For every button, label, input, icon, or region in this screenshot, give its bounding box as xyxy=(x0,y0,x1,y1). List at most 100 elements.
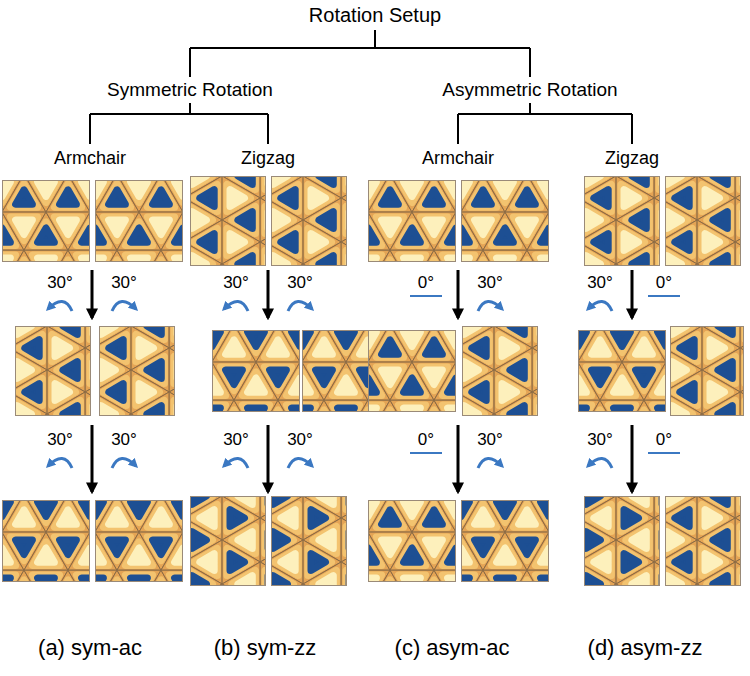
cream-core xyxy=(82,182,90,197)
step-arrow xyxy=(631,270,634,318)
lattice-tile xyxy=(190,176,266,266)
blue-core xyxy=(109,190,126,204)
lattice-tile xyxy=(461,500,549,582)
tile-border xyxy=(585,497,660,586)
contour-ring xyxy=(461,575,475,582)
cream-core xyxy=(238,532,252,549)
step-arrow xyxy=(91,270,94,318)
lattice-triangle xyxy=(434,180,456,212)
lattice-triangle xyxy=(434,532,456,570)
tree-heading: Zigzag xyxy=(605,148,659,169)
tree-bracket xyxy=(90,30,632,144)
lattice-triangle xyxy=(434,400,456,412)
angle-label: 30° xyxy=(47,273,73,293)
cream-core xyxy=(672,326,687,334)
cream-core xyxy=(636,340,653,354)
cream-core xyxy=(101,326,116,334)
blue-core xyxy=(404,228,421,242)
blue-core xyxy=(109,384,123,401)
lattice-triangle xyxy=(616,242,654,266)
lattice-tile xyxy=(584,176,660,266)
rotation-arrow xyxy=(588,301,612,311)
lattice-triangle xyxy=(483,570,527,582)
lattice-triangle xyxy=(271,562,303,586)
blue-core xyxy=(273,496,288,504)
cream-core xyxy=(17,326,32,334)
blue-core xyxy=(238,212,252,229)
blue-core xyxy=(230,554,245,571)
contour-ring xyxy=(232,570,256,586)
blue-core xyxy=(147,326,161,334)
lattice-triangle xyxy=(600,400,644,412)
blue-core xyxy=(82,502,90,517)
lattice-tile xyxy=(95,500,183,582)
rotation-arrow xyxy=(112,301,136,311)
blue-core xyxy=(292,332,300,347)
blue-core xyxy=(594,234,608,251)
cream-core xyxy=(667,212,682,229)
blue-core xyxy=(472,384,486,401)
cream-core xyxy=(464,406,479,416)
contour-ring xyxy=(491,575,518,582)
cream-core xyxy=(230,190,245,207)
blue-core xyxy=(273,576,288,586)
lattice-triangle xyxy=(68,570,90,582)
blue-core xyxy=(281,190,295,207)
cream-core xyxy=(302,378,310,392)
lattice-triangle xyxy=(390,250,434,262)
blue-core xyxy=(472,340,486,357)
cream-core xyxy=(667,496,682,504)
lattice-triangle xyxy=(434,330,456,362)
tree-heading: Armchair xyxy=(54,148,126,169)
lattice-triangle xyxy=(434,570,456,582)
lattice-triangle xyxy=(527,250,549,262)
cream-core xyxy=(624,234,639,251)
blue-core xyxy=(338,332,355,347)
blue-core xyxy=(60,540,77,555)
blue-core xyxy=(368,378,376,392)
blue-core xyxy=(153,540,170,555)
rotation-arrow xyxy=(478,458,502,468)
blue-core xyxy=(175,228,183,242)
lattice-triangle xyxy=(584,562,616,586)
cream-core xyxy=(497,182,514,197)
lattice-tile xyxy=(462,326,538,416)
contour-ring xyxy=(608,405,635,412)
lattice-triangle xyxy=(99,392,131,416)
lattice-tile xyxy=(271,176,347,266)
blue-core xyxy=(713,176,727,184)
lattice-triangle xyxy=(527,500,549,532)
contour-ring xyxy=(76,255,90,262)
lattice-triangle xyxy=(271,242,303,266)
contour-ring xyxy=(190,570,213,586)
contour-ring xyxy=(95,255,109,262)
blue-core xyxy=(426,510,443,524)
blue-core xyxy=(192,576,207,586)
cream-core xyxy=(705,510,720,527)
cream-core xyxy=(200,554,214,571)
blue-core xyxy=(718,406,732,416)
cream-core xyxy=(212,378,220,392)
contour-ring xyxy=(302,405,316,412)
cream-core xyxy=(624,190,639,207)
cream-core xyxy=(658,378,666,392)
cream-core xyxy=(586,256,601,266)
contour-ring xyxy=(313,250,337,266)
contour-ring xyxy=(76,575,90,582)
lattice-triangle xyxy=(161,250,183,262)
contour-ring xyxy=(442,180,456,203)
cream-core xyxy=(586,176,601,184)
cream-core xyxy=(316,340,333,354)
cream-core xyxy=(497,548,514,562)
contour-ring xyxy=(670,400,693,416)
angle-label: 30° xyxy=(587,273,613,293)
rotation-arrow xyxy=(48,301,72,311)
angle-label: 30° xyxy=(477,273,503,293)
blue-core xyxy=(636,370,653,385)
cream-core xyxy=(230,234,245,251)
blue-core xyxy=(713,256,727,266)
lattice-triangle xyxy=(68,532,90,570)
lattice-triangle xyxy=(527,212,549,250)
cream-core xyxy=(632,576,646,586)
